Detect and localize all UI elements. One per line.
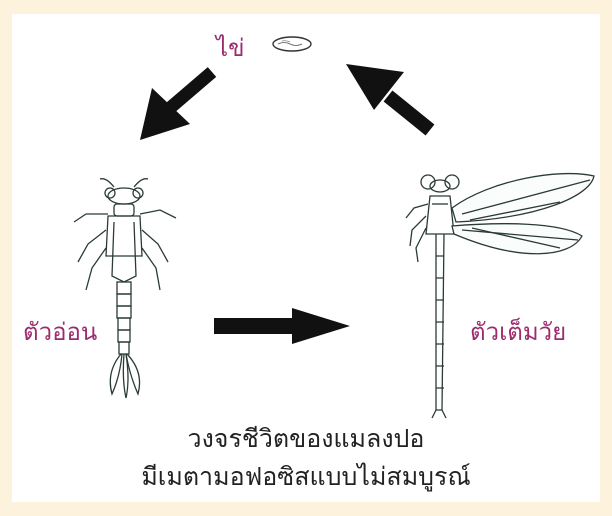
arrow-nymph-to-adult — [214, 308, 350, 344]
arrow-adult-to-egg — [346, 64, 430, 130]
caption-line-2: มีเมตามอฟอซิสแบบไม่สมบูรณ์ — [0, 464, 612, 489]
adult-illustration — [406, 174, 594, 418]
arrow-egg-to-nymph — [140, 72, 212, 140]
stage-label-nymph: ตัวอ่อน — [23, 320, 97, 344]
stage-label-adult: ตัวเต็มวัย — [470, 320, 566, 344]
caption-line-1: วงจรชีวิตของแมลงปอ — [0, 426, 612, 451]
nymph-illustration — [74, 179, 176, 398]
stage-label-egg: ไข่ — [216, 36, 244, 60]
egg-illustration — [273, 37, 311, 51]
